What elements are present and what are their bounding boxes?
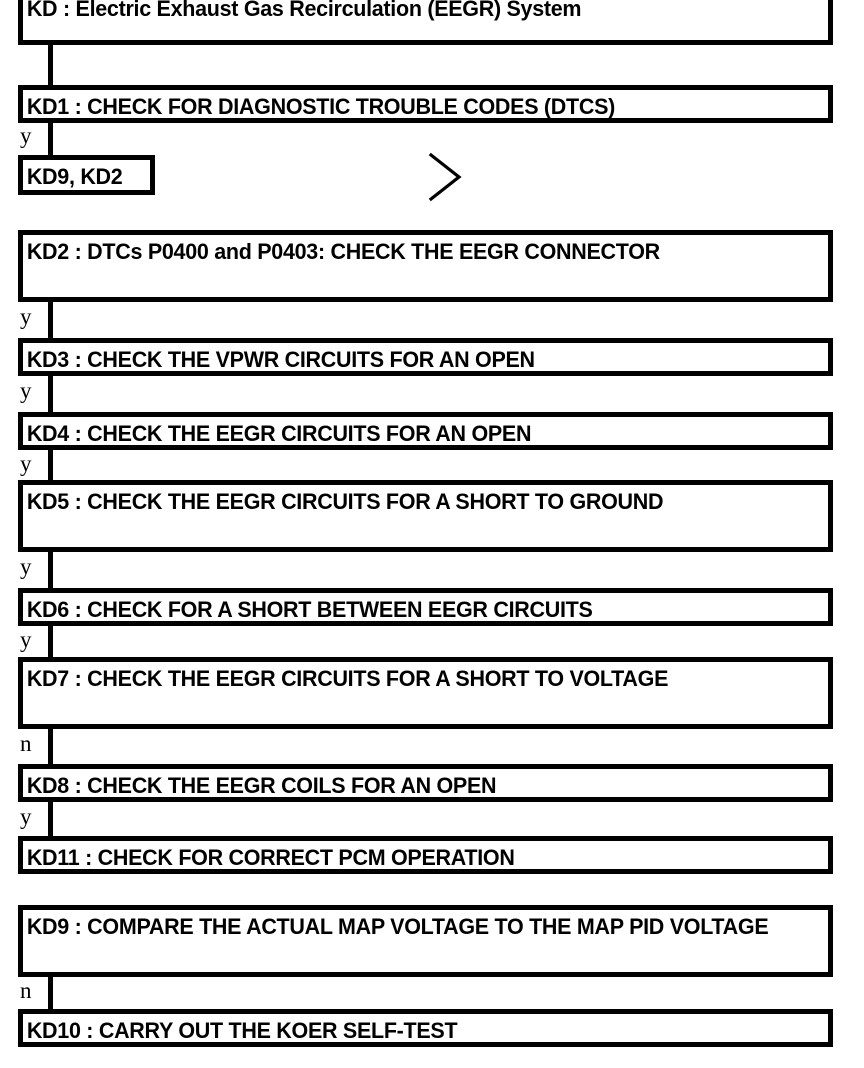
connector-kd1-to-kd9_kd2 [48, 121, 53, 157]
branch-label-kd1: y [20, 123, 32, 148]
node-label: KD8 : CHECK THE EEGR COILS FOR AN OPEN [26, 773, 497, 798]
branch-label-kd4: y [20, 451, 32, 476]
connector-kd-to-kd1 [48, 44, 53, 87]
connector-kd6-to-kd7 [48, 624, 53, 659]
connector-kd5-to-kd6 [48, 550, 53, 590]
node-kd4[interactable]: KD4 : CHECK THE EEGR CIRCUITS FOR AN OPE… [18, 412, 833, 450]
branch-label-kd5: y [20, 554, 32, 579]
branch-label-kd3: y [20, 378, 32, 403]
branch-label-kd6: y [20, 627, 32, 652]
node-kd1[interactable]: KD1 : CHECK FOR DIAGNOSTIC TROUBLE CODES… [18, 85, 833, 123]
connector-kd4-to-kd5 [48, 448, 53, 482]
node-label: KD3 : CHECK THE VPWR CIRCUITS FOR AN OPE… [26, 347, 535, 372]
node-label: KD11 : CHECK FOR CORRECT PCM OPERATION [26, 845, 515, 870]
node-label: KD4 : CHECK THE EEGR CIRCUITS FOR AN OPE… [26, 421, 532, 446]
connector-kd3-to-kd4 [48, 374, 53, 414]
node-kd7[interactable]: KD7 : CHECK THE EEGR CIRCUITS FOR A SHOR… [18, 657, 833, 729]
node-label: KD5 : CHECK THE EEGR CIRCUITS FOR A SHOR… [26, 489, 664, 514]
node-kd[interactable]: KD : Electric Exhaust Gas Recirculation … [18, 0, 833, 45]
node-kd10[interactable]: KD10 : CARRY OUT THE KOER SELF-TEST [18, 1009, 833, 1047]
node-kd2[interactable]: KD2 : DTCs P0400 and P0403: CHECK THE EE… [18, 230, 833, 302]
node-label: KD : Electric Exhaust Gas Recirculation … [26, 0, 582, 21]
node-kd6[interactable]: KD6 : CHECK FOR A SHORT BETWEEN EEGR CIR… [18, 588, 833, 626]
node-kd3[interactable]: KD3 : CHECK THE VPWR CIRCUITS FOR AN OPE… [18, 338, 833, 376]
node-label: KD2 : DTCs P0400 and P0403: CHECK THE EE… [26, 239, 660, 264]
node-label: KD9 : COMPARE THE ACTUAL MAP VOLTAGE TO … [26, 914, 769, 939]
node-kd5[interactable]: KD5 : CHECK THE EEGR CIRCUITS FOR A SHOR… [18, 480, 833, 552]
node-label: KD10 : CARRY OUT THE KOER SELF-TEST [26, 1018, 458, 1043]
branch-label-kd2: y [20, 304, 32, 329]
node-label: KD7 : CHECK THE EEGR CIRCUITS FOR A SHOR… [26, 666, 669, 691]
connector-kd8-to-kd11 [48, 800, 53, 838]
branch-label-kd8: y [20, 804, 32, 829]
branch-label-kd7: n [20, 731, 32, 756]
node-kd9[interactable]: KD9 : COMPARE THE ACTUAL MAP VOLTAGE TO … [18, 905, 833, 977]
connector-kd2-to-kd3 [48, 300, 53, 340]
node-kd8[interactable]: KD8 : CHECK THE EEGR COILS FOR AN OPEN [18, 764, 833, 802]
connector-kd9-to-kd10 [48, 975, 53, 1011]
connector-kd7-to-kd8 [48, 727, 53, 766]
node-kd9-kd2[interactable]: KD9, KD2 [18, 155, 155, 195]
node-label: KD1 : CHECK FOR DIAGNOSTIC TROUBLE CODES… [26, 94, 616, 119]
chevron-right-icon [428, 152, 464, 202]
node-label: KD6 : CHECK FOR A SHORT BETWEEN EEGR CIR… [26, 597, 593, 622]
node-kd11[interactable]: KD11 : CHECK FOR CORRECT PCM OPERATION [18, 836, 833, 874]
node-label: KD9, KD2 [26, 164, 123, 189]
branch-label-kd9: n [20, 978, 32, 1003]
